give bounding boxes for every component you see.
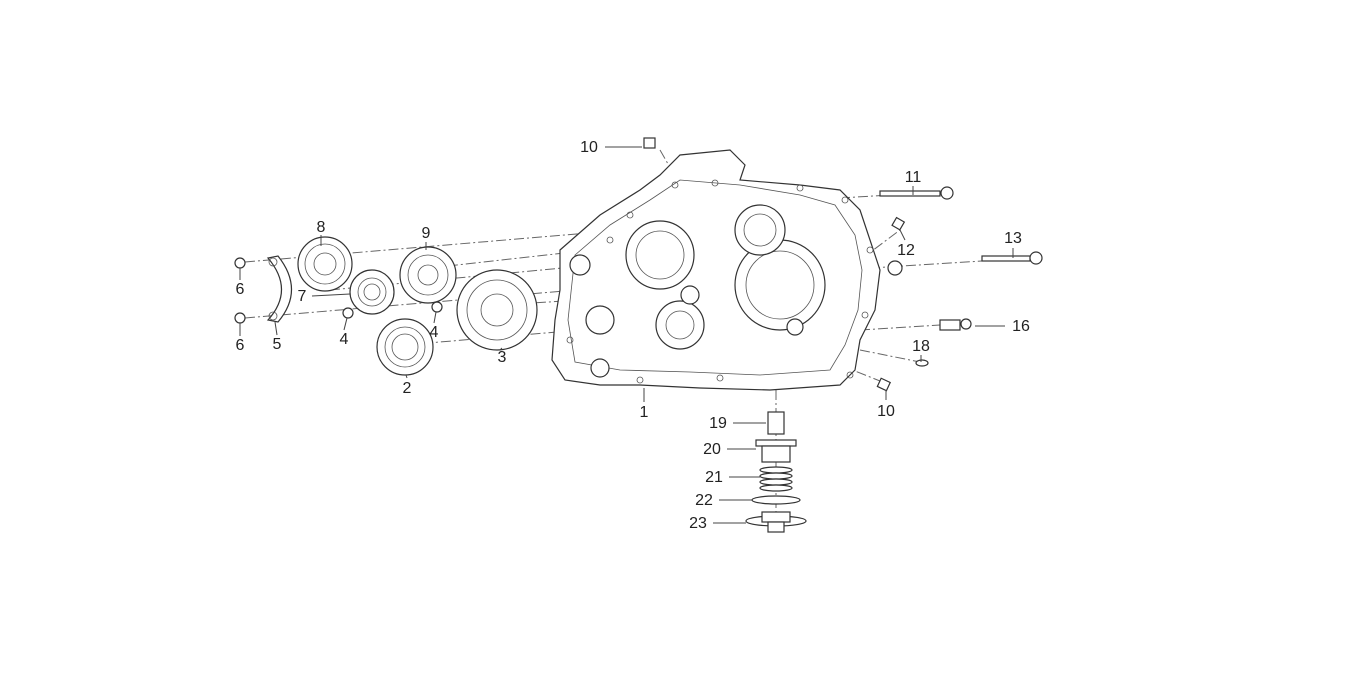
callout-16: 16	[1012, 318, 1030, 335]
callout-3: 3	[498, 349, 507, 366]
callout-18: 18	[912, 338, 930, 355]
callout-11: 11	[905, 169, 922, 186]
pin-18[interactable]	[915, 359, 929, 367]
plate-5[interactable]	[266, 255, 292, 323]
callout-12: 12	[897, 242, 915, 259]
callout-7: 7	[298, 288, 307, 305]
fitting-16[interactable]	[939, 318, 972, 331]
callout-4-left: 4	[340, 331, 349, 348]
bearing-7[interactable]	[349, 269, 395, 315]
filter-19[interactable]	[767, 411, 785, 435]
callout-8: 8	[317, 219, 326, 236]
callout-1: 1	[640, 404, 649, 421]
callout-21: 21	[705, 469, 723, 486]
dowel-12[interactable]	[891, 216, 906, 231]
callout-13: 13	[1004, 230, 1022, 247]
crankcase-part-1[interactable]	[551, 149, 903, 391]
leader-lines	[239, 146, 1014, 524]
screw-6-bottom[interactable]	[234, 312, 246, 324]
bearing-8[interactable]	[297, 236, 353, 292]
bearing-3[interactable]	[456, 269, 538, 351]
spring-21[interactable]	[759, 466, 793, 492]
seal-2[interactable]	[376, 318, 434, 376]
callout-9: 9	[422, 225, 431, 242]
callout-10-bottom: 10	[877, 403, 895, 420]
callout-2: 2	[403, 380, 412, 397]
bolt-10-top[interactable]	[643, 137, 656, 149]
cap-20[interactable]	[755, 439, 797, 463]
callout-22: 22	[695, 492, 713, 509]
callout-5: 5	[273, 336, 282, 353]
callout-labels: 10 11 12 13 16 18 10 1 19 20 21 22 23 8 …	[236, 139, 1030, 532]
callout-4-right: 4	[430, 324, 439, 341]
callout-6-top: 6	[236, 281, 245, 298]
bolt-11[interactable]	[879, 186, 954, 200]
bolt-13[interactable]	[981, 251, 1043, 265]
callout-10-top: 10	[580, 139, 598, 156]
dowel-10-bottom[interactable]	[876, 377, 892, 392]
bearing-9[interactable]	[399, 246, 457, 304]
plug-23[interactable]	[745, 511, 807, 533]
callout-20: 20	[703, 441, 721, 458]
screw-4-left[interactable]	[342, 307, 354, 319]
callout-19: 19	[709, 415, 727, 432]
callout-23: 23	[689, 515, 707, 532]
callout-6-bottom: 6	[236, 337, 245, 354]
screw-4-right[interactable]	[431, 301, 443, 313]
screw-6-top[interactable]	[234, 257, 246, 269]
oring-22[interactable]	[751, 495, 801, 505]
